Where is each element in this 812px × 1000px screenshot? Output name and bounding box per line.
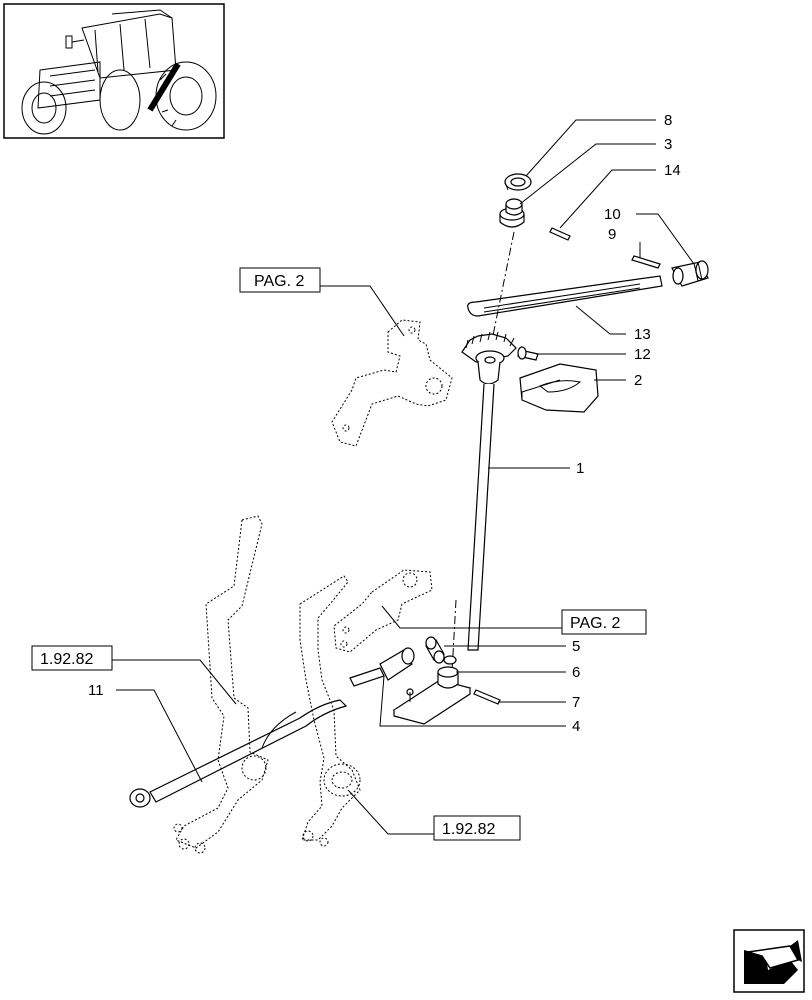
phantom-bracket-lower [333, 569, 433, 653]
callout-2: 2 [634, 372, 642, 389]
part-13-lever-arm [467, 275, 663, 317]
part-4-pin [349, 647, 415, 687]
part-2-cover [519, 363, 599, 413]
ref-pag2-top-label: PAG. 2 [254, 273, 304, 290]
ref-1-92-82-bottom-label: 1.92.82 [442, 821, 495, 838]
ref-1-92-82-left-label: 1.92.82 [40, 651, 93, 668]
part-6-bracket [392, 655, 472, 725]
callout-6: 6 [572, 664, 580, 681]
callout-9: 9 [608, 226, 616, 243]
part-3-collar [499, 198, 525, 228]
part-8-snap-ring [504, 173, 532, 191]
callout-8: 8 [664, 112, 672, 129]
callout-7: 7 [572, 694, 580, 711]
callout-5: 5 [572, 638, 580, 655]
phantom-bracket-upper [331, 319, 453, 447]
callout-1: 1 [576, 460, 584, 477]
part-7-pin [473, 689, 501, 705]
tractor-thumbnail-icon [3, 3, 225, 139]
phantom-pedal-right [299, 575, 361, 847]
leader-lines [112, 119, 695, 835]
part-5-bushing [425, 636, 445, 664]
phantom-pedal-left [173, 515, 269, 854]
ref-1-92-82-bottom[interactable]: 1.92.82 [433, 815, 521, 841]
part-1-shift-rod [461, 331, 517, 651]
callout-14: 14 [664, 162, 681, 179]
callout-12: 12 [634, 346, 651, 363]
part-14-pin [549, 227, 571, 241]
callout-labels: 8 3 14 10 9 13 12 2 1 5 6 7 4 11 [88, 112, 681, 735]
callout-10: 10 [604, 206, 621, 223]
ref-pag2-mid-label: PAG. 2 [570, 615, 620, 632]
part-10-knob [671, 260, 709, 287]
ref-pag2-mid[interactable]: PAG. 2 [561, 609, 647, 635]
callout-3: 3 [664, 136, 672, 153]
ref-1-92-82-left[interactable]: 1.92.82 [31, 645, 113, 671]
ref-pag2-top[interactable]: PAG. 2 [239, 267, 321, 293]
part-11-link-rod [129, 699, 348, 808]
callout-11: 11 [88, 682, 104, 699]
next-page-arrow-icon[interactable] [733, 929, 805, 993]
part-12-bolt [517, 346, 539, 361]
callout-4: 4 [572, 718, 580, 735]
part-9-pin [631, 255, 661, 269]
callout-13: 13 [634, 326, 651, 343]
